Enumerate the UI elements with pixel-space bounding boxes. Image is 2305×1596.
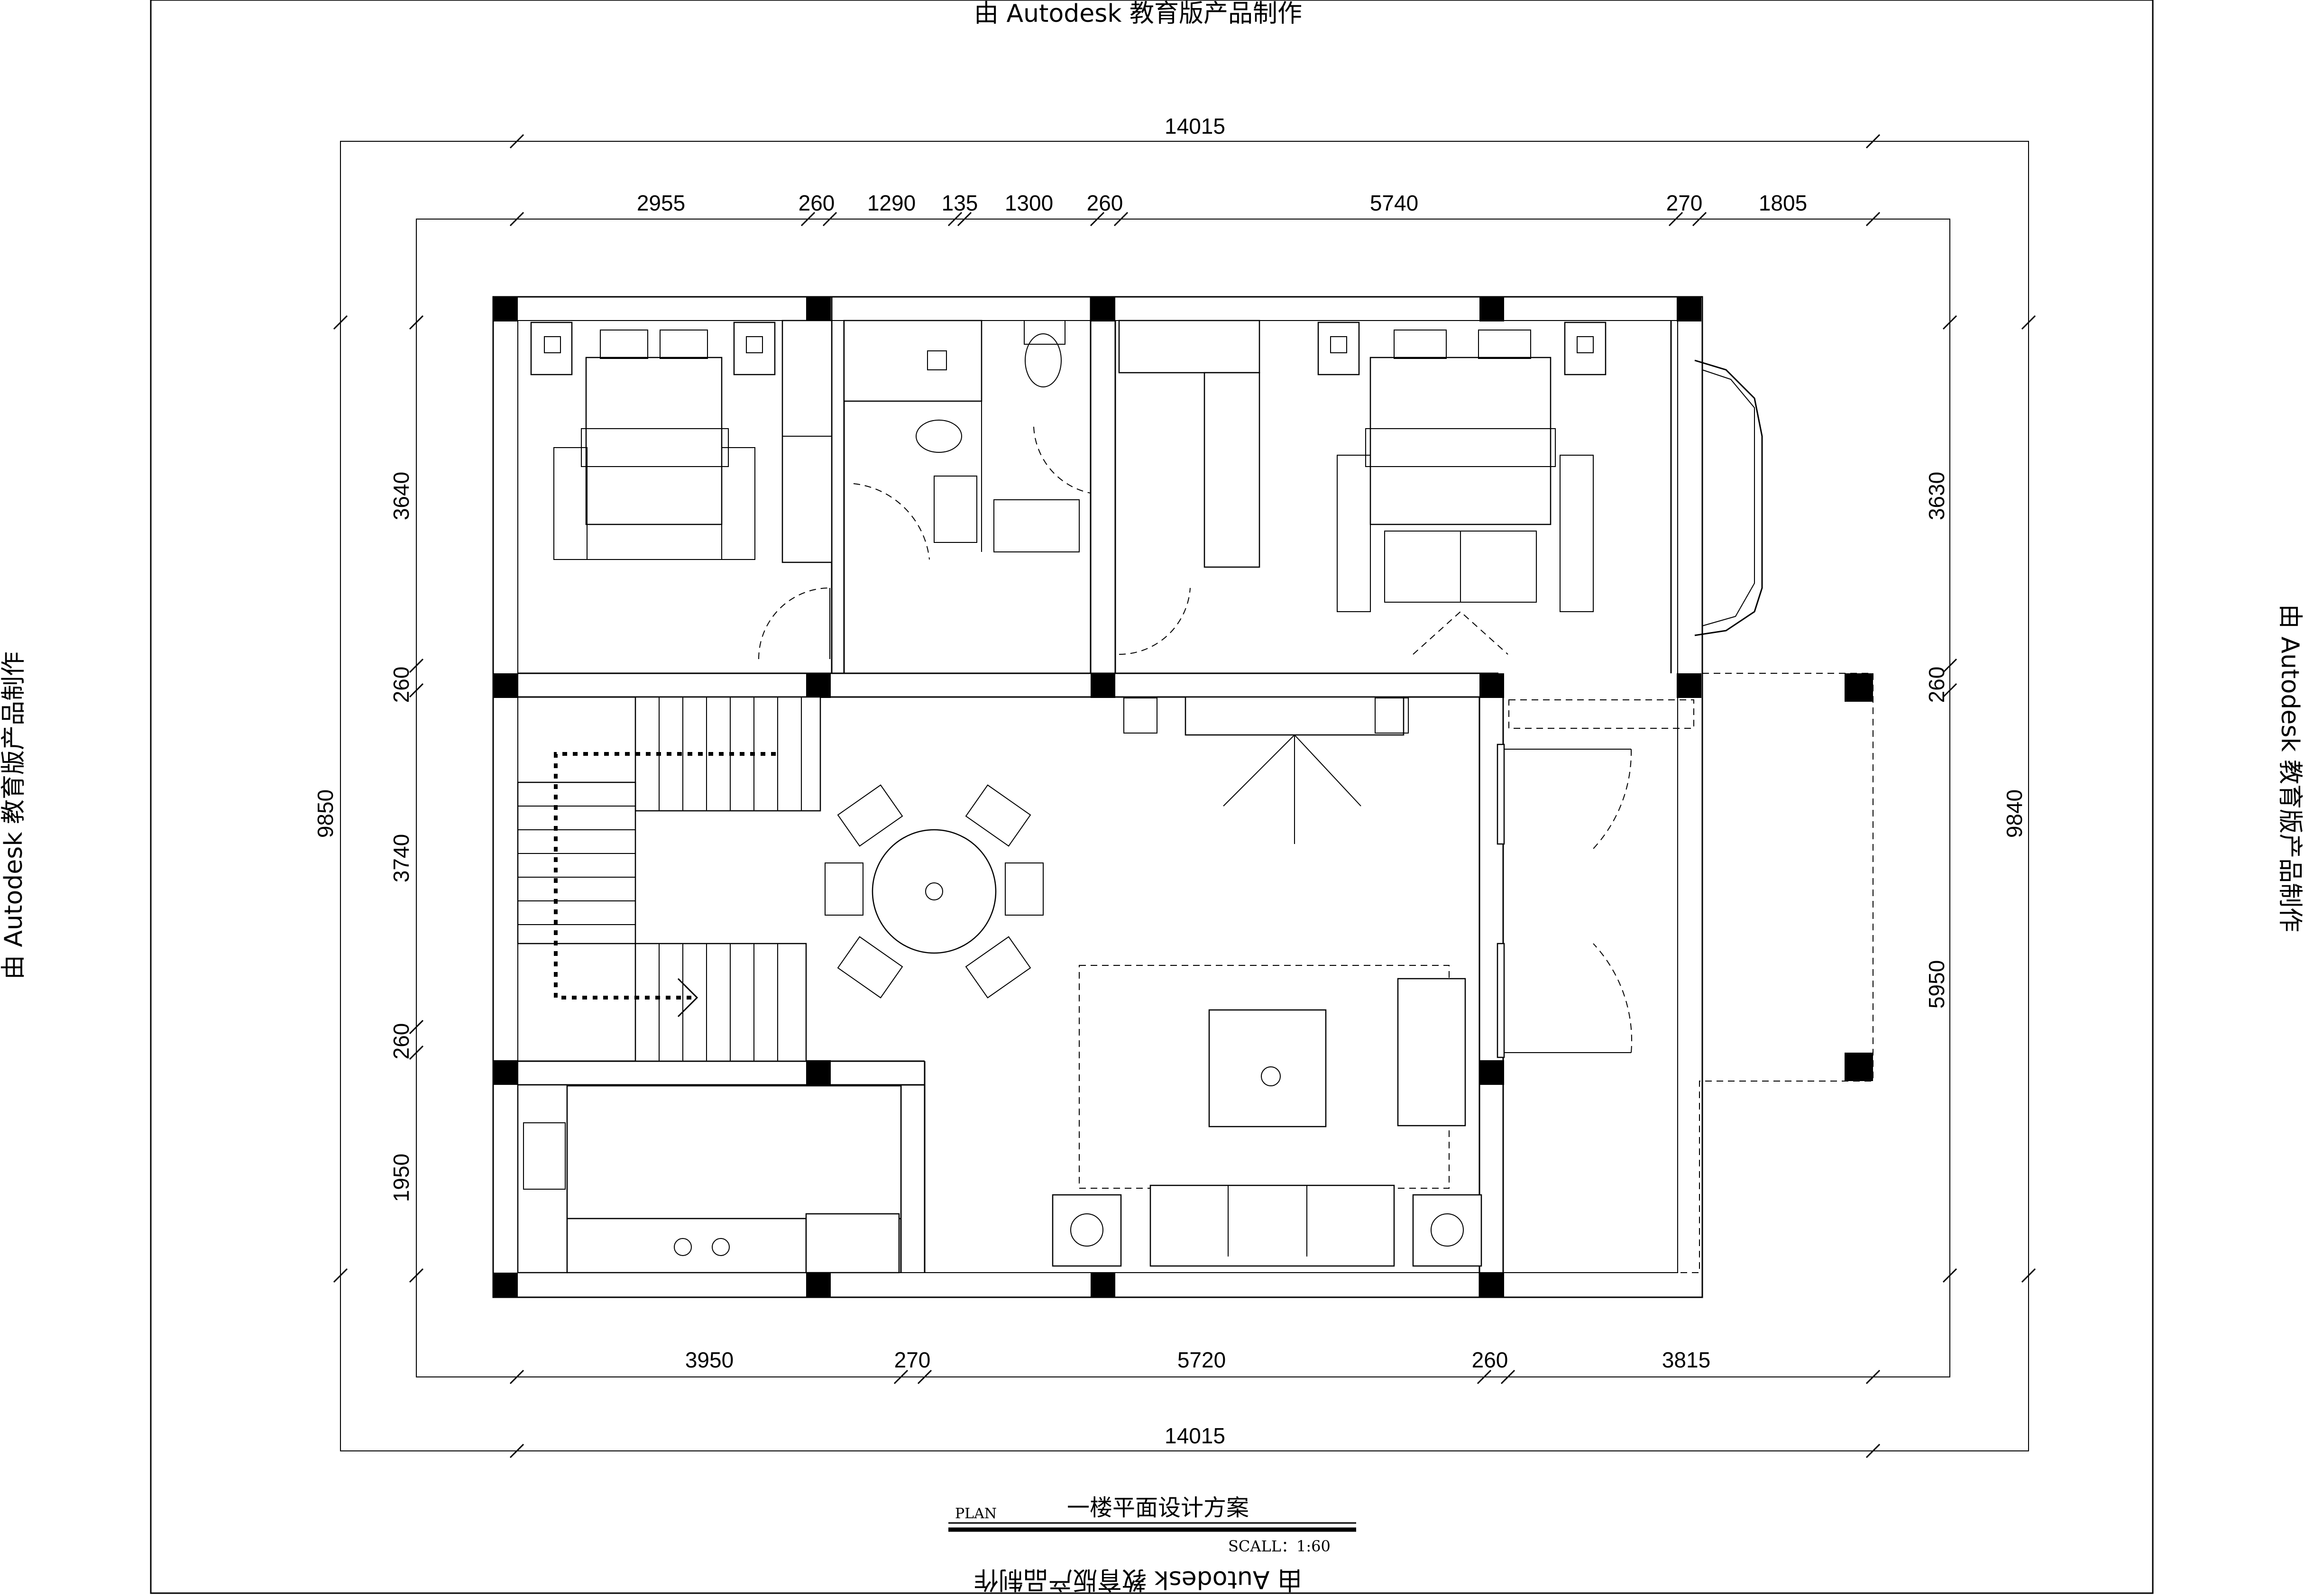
dimension-overall-bottom: 14015 [509, 1423, 1881, 1458]
bedroom-left [530, 320, 833, 660]
dimension-chain-left: 3640 260 3740 260 1950 9850 [313, 315, 424, 1283]
structural-columns [493, 297, 1873, 1297]
dimension-overall-top: 14015 [509, 114, 1881, 149]
living-room [1052, 965, 1482, 1267]
dimension-chain-bottom: 3950 270 5720 260 3815 [509, 1348, 1881, 1385]
svg-text:9850: 9850 [313, 789, 338, 838]
svg-text:260: 260 [389, 1023, 413, 1060]
svg-text:260: 260 [389, 667, 413, 703]
svg-text:3740: 3740 [389, 834, 413, 882]
watermark-right: 由 Autodesk 教育版产品制作 [2276, 604, 2304, 932]
svg-text:270: 270 [1666, 191, 1703, 215]
sheet-frame [150, 0, 2154, 1594]
svg-text:270: 270 [894, 1348, 931, 1372]
closet-middle [1118, 320, 1260, 568]
dimension-chain-top: 2955 260 1290 135 1300 260 5740 270 1805 [509, 191, 1881, 227]
svg-text:5950: 5950 [1924, 960, 1949, 1009]
plan-scale: SCALL：1:60 [1228, 1537, 1331, 1555]
svg-text:260: 260 [799, 191, 835, 215]
svg-text:2955: 2955 [637, 191, 685, 215]
plan-label: PLAN [955, 1505, 997, 1522]
watermark-bottom: 由 Autodesk 教育版产品制作 [974, 1565, 1302, 1594]
dimension-chain-right: 3630 260 5950 9840 [1924, 315, 2036, 1283]
bedroom-right [1317, 321, 1607, 655]
svg-text:1950: 1950 [389, 1154, 413, 1202]
svg-text:260: 260 [1087, 191, 1123, 215]
watermark-left: 由 Autodesk 教育版产品制作 [0, 651, 28, 980]
svg-text:260: 260 [1472, 1348, 1508, 1372]
svg-text:5740: 5740 [1370, 191, 1418, 215]
svg-text:3815: 3815 [1662, 1348, 1710, 1372]
svg-text:14015: 14015 [1165, 114, 1225, 138]
dining-table [825, 784, 1044, 999]
staircase [517, 696, 821, 1062]
svg-text:260: 260 [1924, 667, 1949, 703]
svg-text:3630: 3630 [1924, 472, 1949, 520]
title-block: PLAN 一楼平面设计方案 SCALL：1:60 [948, 1495, 1356, 1555]
watermark-top: 由 Autodesk 教育版产品制作 [974, 0, 1302, 28]
svg-text:1300: 1300 [1005, 191, 1053, 215]
svg-text:5720: 5720 [1177, 1348, 1226, 1372]
svg-text:9840: 9840 [2002, 789, 2027, 838]
tv-cabinet [1123, 696, 1409, 844]
svg-text:3640: 3640 [389, 472, 413, 520]
bathroom-area [843, 320, 1191, 655]
svg-text:1290: 1290 [867, 191, 916, 215]
plan-title: 一楼平面设计方案 [1067, 1495, 1249, 1521]
svg-text:14015: 14015 [1165, 1423, 1225, 1448]
svg-text:135: 135 [942, 191, 978, 215]
kitchen [517, 1084, 902, 1274]
svg-text:1805: 1805 [1759, 191, 1807, 215]
entrance-doors [1497, 743, 1633, 1058]
svg-text:3950: 3950 [685, 1348, 734, 1372]
